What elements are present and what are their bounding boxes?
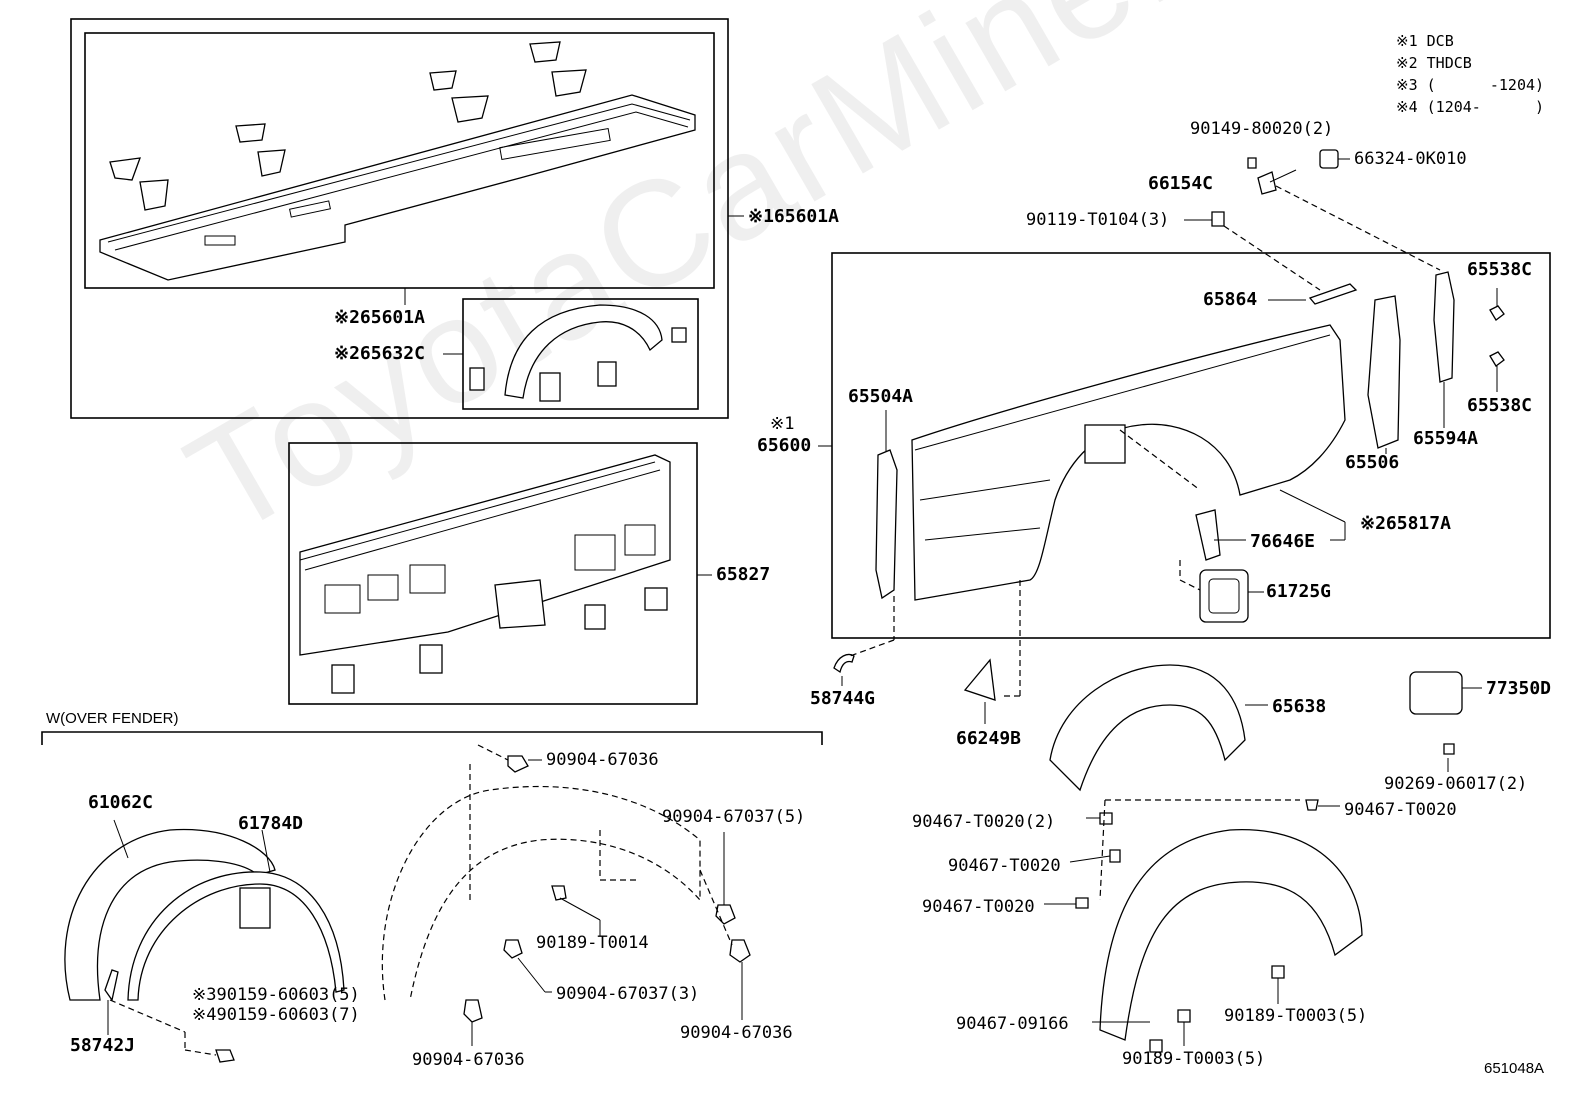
part-label-61725G[interactable]: 61725G: [1266, 581, 1332, 602]
floor-panel: [99, 41, 696, 281]
bracket-76646E: [1195, 509, 1221, 561]
seal-58744G: [833, 653, 855, 674]
part-label-65594A[interactable]: 65594A: [1413, 428, 1479, 449]
front-panel-frame: [288, 442, 698, 705]
nut-65538C-bottom: [1489, 351, 1505, 367]
part-label-90467-09166[interactable]: 90467-09166: [956, 1014, 1069, 1034]
part-label-90149[interactable]: 90149-80020(2): [1190, 119, 1334, 139]
wheelhouse-inner: [469, 304, 687, 402]
part-label-61784D[interactable]: 61784D: [238, 813, 304, 834]
legend: ※1 DCB ※2 THDCB ※3 ( -1204) ※4 (1204- ): [1396, 30, 1544, 118]
part-label-90189-t0014[interactable]: 90189-T0014: [536, 933, 649, 953]
legend-item-2: ※2 THDCB: [1396, 54, 1472, 72]
leader-lines: [107, 158, 1498, 1046]
part-label-90189-t0003-right[interactable]: 90189-T0003(5): [1224, 1006, 1368, 1026]
part-label-65538C-bottom[interactable]: 65538C: [1467, 395, 1533, 416]
part-label-90467-t0020-low[interactable]: 90467-T0020: [922, 897, 1035, 917]
part-label-90904-67037-5[interactable]: 90904-67037(5): [662, 807, 806, 827]
part-label-90159-thdcb[interactable]: ※490159-60603(7): [192, 1005, 360, 1025]
part-label-90159-dcb[interactable]: ※390159-60603(5): [192, 985, 360, 1005]
fasteners: [215, 743, 1455, 1063]
fender-flare-dashed: [381, 785, 701, 1001]
part-label-77350D[interactable]: 77350D: [1486, 678, 1552, 699]
sub-bracket-66154C: [1257, 171, 1277, 195]
legend-item-1: ※1 DCB: [1396, 32, 1454, 50]
part-label-65504A[interactable]: 65504A: [848, 386, 914, 407]
part-label-65817A[interactable]: ※265817A: [1360, 513, 1451, 534]
legend-item-3: ※3 ( -1204): [1396, 76, 1545, 94]
part-label-76646E[interactable]: 76646E: [1250, 531, 1316, 552]
side-stake-left: [875, 449, 898, 600]
part-note-65600: ※1: [770, 414, 795, 434]
cover-66249B: [963, 658, 996, 701]
part-label-65632C[interactable]: ※265632C: [334, 343, 425, 364]
bolt-90119: [1211, 211, 1225, 227]
grab-handle: [1308, 283, 1358, 305]
part-label-90904-67037-3[interactable]: 90904-67037(3): [556, 984, 700, 1004]
part-label-66324[interactable]: 66324-0K010: [1354, 149, 1467, 169]
part-label-65827[interactable]: 65827: [716, 564, 771, 585]
part-label-58744G[interactable]: 58744G: [810, 688, 876, 709]
figure-code: 651048A: [1484, 1060, 1545, 1077]
fender-flare-61062C: [64, 828, 276, 1001]
part-label-90269[interactable]: 90269-06017(2): [1384, 774, 1528, 794]
part-label-90904-67036-bottom[interactable]: 90904-67036: [412, 1050, 525, 1070]
part-label-61062C[interactable]: 61062C: [88, 792, 154, 813]
part-label-90119[interactable]: 90119-T0104(3): [1026, 210, 1170, 230]
part-label-66154C[interactable]: 66154C: [1148, 173, 1214, 194]
dashed-assembly-lines: [109, 185, 1441, 1056]
part-label-65601A-dcb[interactable]: ※165601A: [748, 206, 839, 227]
part-label-65864[interactable]: 65864: [1203, 289, 1258, 310]
clip-66324: [1319, 149, 1339, 169]
seal-58742J: [104, 969, 119, 1002]
fender-molding-61784D: [127, 871, 345, 1001]
part-label-90189-t0003-bottom[interactable]: 90189-T0003(5): [1122, 1049, 1266, 1069]
bolt-90149: [1247, 157, 1257, 169]
part-label-65638[interactable]: 65638: [1272, 696, 1327, 717]
part-label-65601A-thdcb[interactable]: ※265601A: [334, 307, 425, 328]
part-label-90467-t0020-mid[interactable]: 90467-T0020: [948, 856, 1061, 876]
liner-lower: [1099, 829, 1363, 1041]
cap-77350D: [1409, 671, 1463, 715]
part-label-65506[interactable]: 65506: [1345, 452, 1400, 473]
rear-gate-post: [1433, 271, 1455, 383]
liner-65638: [1049, 664, 1246, 792]
floor-group-frame: [70, 18, 729, 419]
rear-post: [1367, 295, 1401, 449]
part-label-90904-67036-right[interactable]: 90904-67036: [680, 1023, 793, 1043]
part-label-90467-t0020-right[interactable]: 90467-T0020: [1344, 800, 1457, 820]
section-title: W(OVER FENDER): [46, 710, 179, 727]
floor-inner-frame: [84, 32, 715, 289]
part-label-65600[interactable]: 65600: [757, 435, 812, 456]
side-panel: [911, 324, 1346, 601]
part-label-65538C-top[interactable]: 65538C: [1467, 259, 1533, 280]
part-label-90467-t0020-2[interactable]: 90467-T0020(2): [912, 812, 1056, 832]
part-label-90904-67036-top[interactable]: 90904-67036: [546, 750, 659, 770]
legend-item-4: ※4 (1204- ): [1396, 98, 1545, 116]
nut-65538C-top: [1489, 305, 1505, 321]
front-panel: [299, 454, 671, 694]
over-fender-bracket: [41, 731, 823, 745]
fuel-lid-housing: [1199, 569, 1249, 623]
part-label-58742J[interactable]: 58742J: [70, 1035, 136, 1056]
part-label-66249B[interactable]: 66249B: [956, 728, 1022, 749]
